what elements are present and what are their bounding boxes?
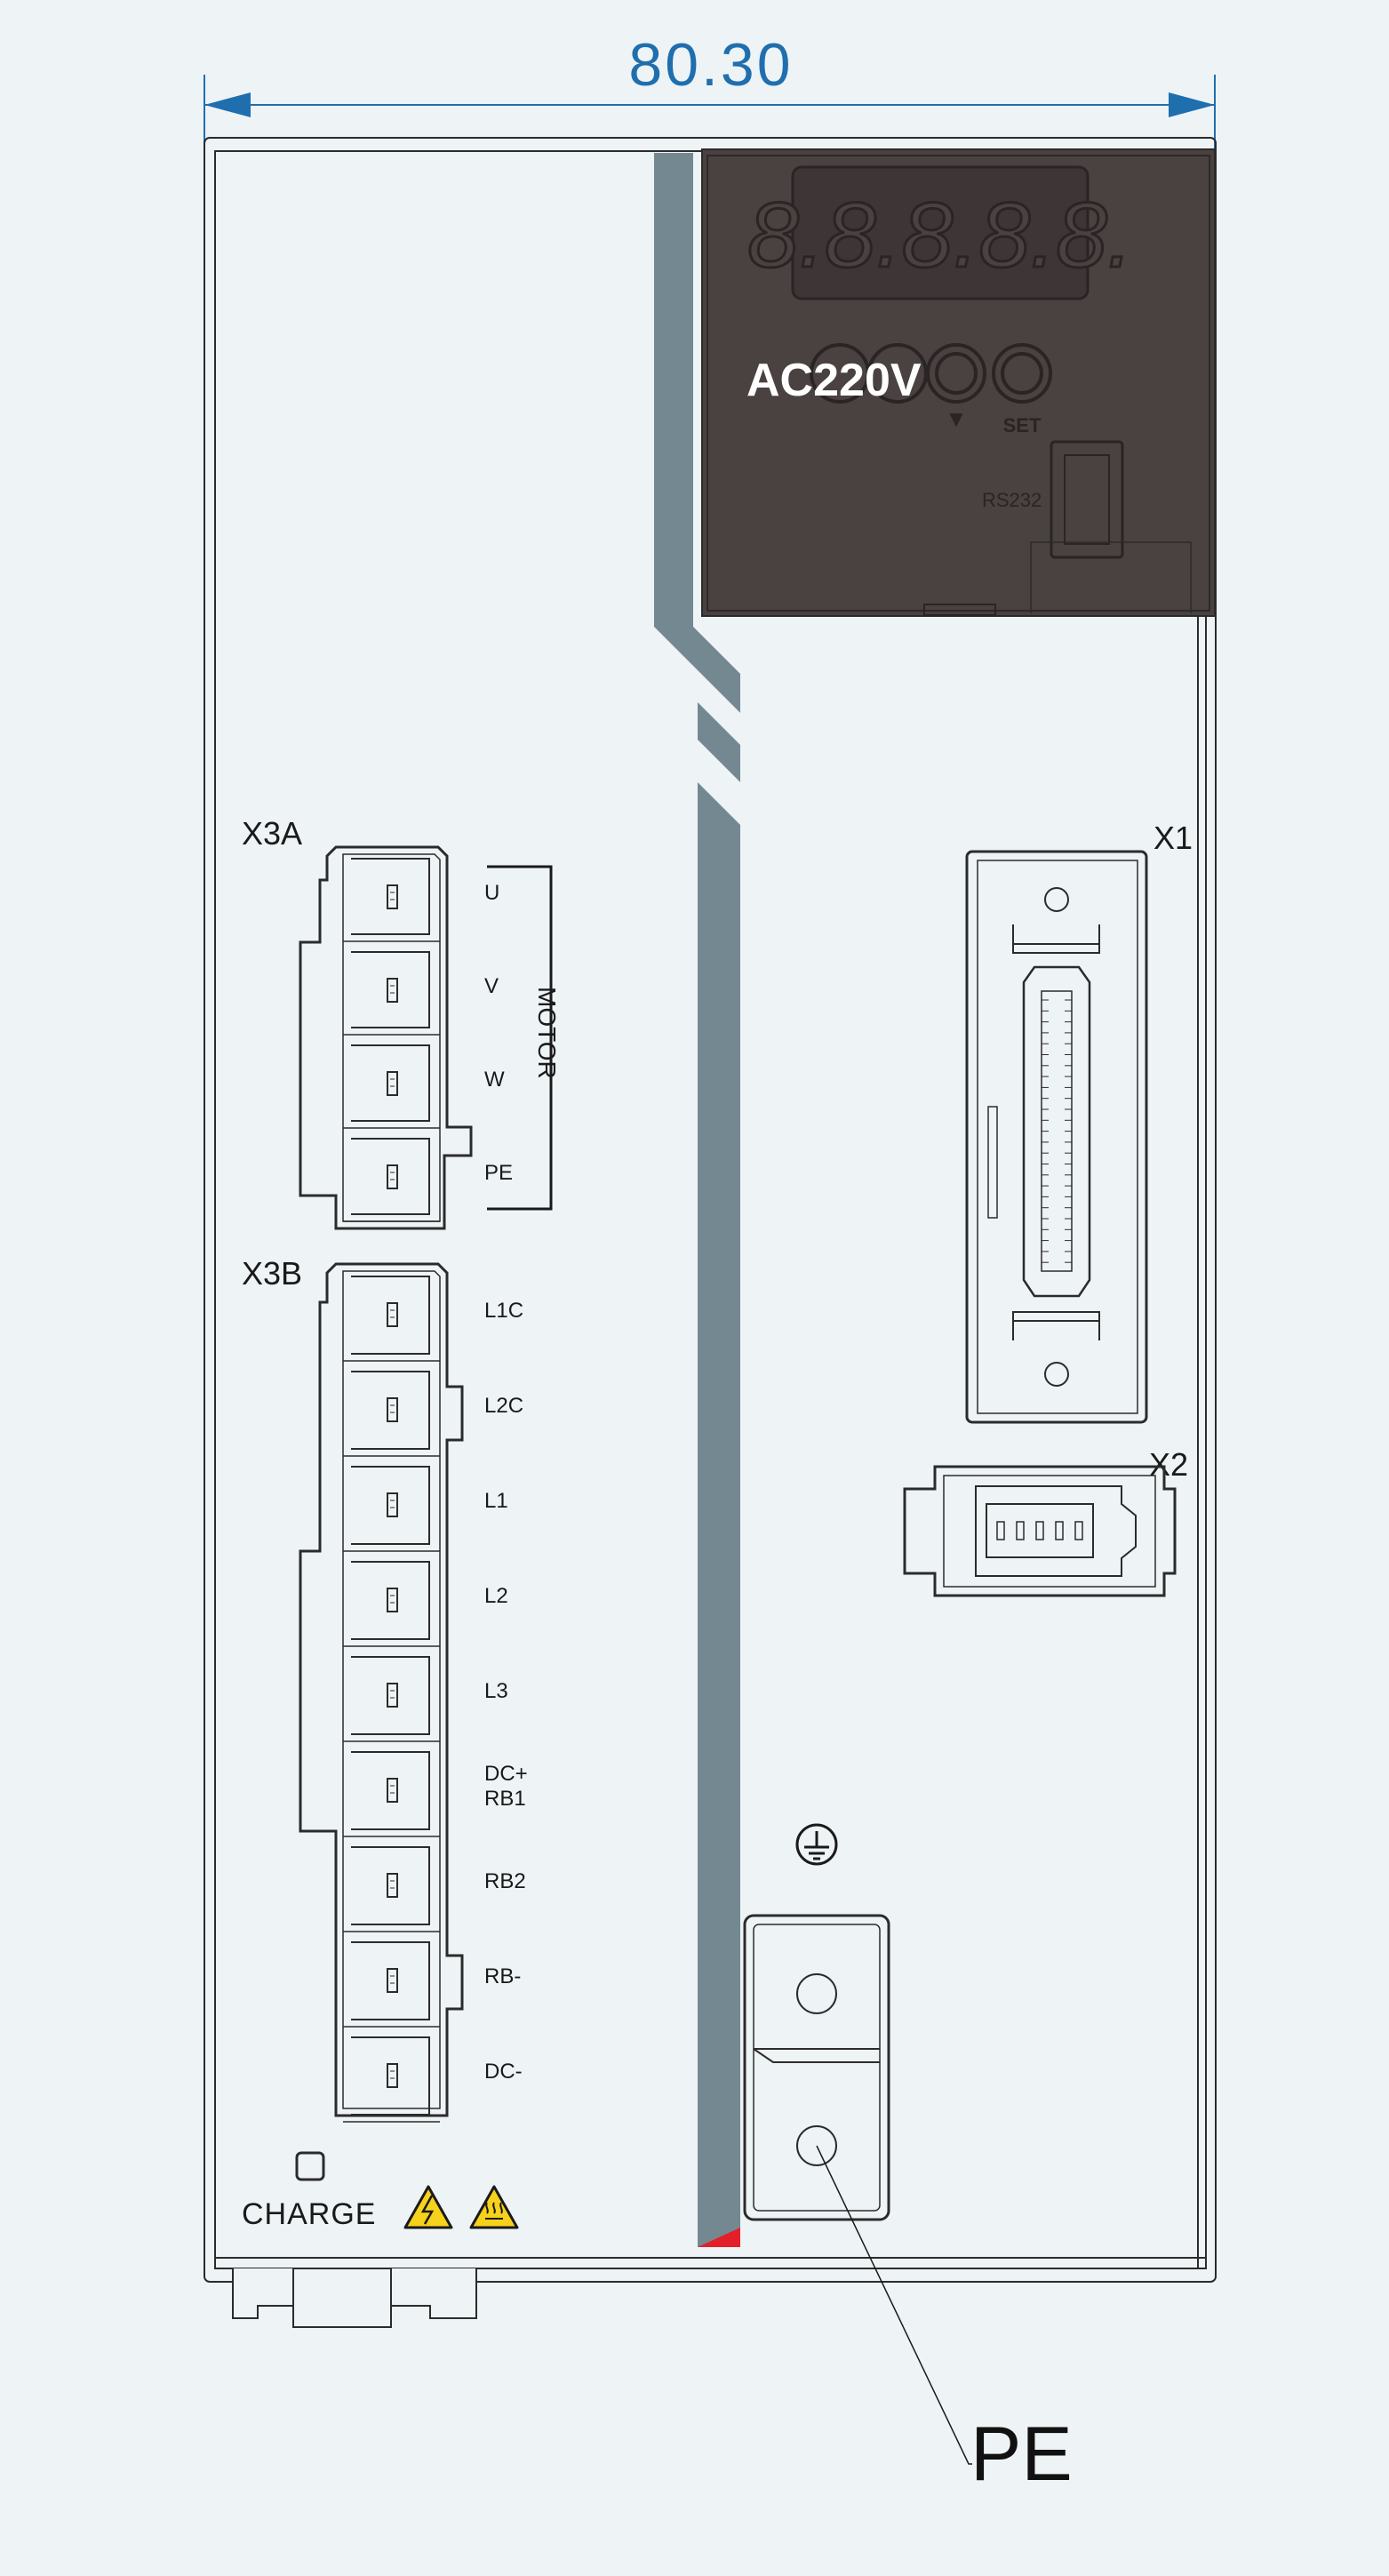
terminal-slot[interactable] [343,1656,440,1742]
arrow-right-icon [1169,92,1215,117]
terminal-pin-label: PE [484,1161,513,1185]
pe-callout: PE [970,2412,1073,2497]
x2-pin [1035,1521,1044,1540]
x3b-title: X3B [242,1255,302,1292]
hot-surface-warning-icon [469,2185,519,2229]
arrow-left-icon [204,92,251,117]
charge-led [295,2151,325,2181]
seven-segment-display [791,165,1090,300]
width-dimension: 80.30 [204,31,1216,151]
x2-pin [996,1521,1005,1540]
terminal-slot[interactable] [343,1751,440,1837]
terminal-pin-label: DC- [484,2060,523,2084]
terminal-slot[interactable] [343,1466,440,1552]
decorative-stripe [654,153,740,2247]
terminal-slot[interactable] [343,1276,440,1362]
x3a-connector: X3A U V W PE MOTOR [242,815,561,1230]
red-corner-marker [698,2228,740,2247]
charge-label: CHARGE [242,2197,376,2231]
terminal-slot[interactable] [343,858,440,942]
terminal-pin-label: W [484,1068,505,1092]
terminal-slot[interactable] [343,1138,440,1222]
high-voltage-warning-icon [403,2185,453,2229]
terminal-slot[interactable] [343,1561,440,1647]
terminal-pin-label: U [484,881,499,905]
terminal-pin-label: RB- [484,1964,521,1988]
terminal-pin-label: L1C [484,1299,523,1323]
x3a-title: X3A [242,815,302,852]
terminal-pin-label: L1 [484,1489,508,1513]
terminal-pin-label: L3 [484,1679,508,1703]
display-digits: 8.8.8.8.8. [747,184,1133,287]
control-panel: 8.8.8.8.8. ▼ SET AC220V RS232 [701,148,1216,617]
terminal-slot[interactable] [343,2036,440,2123]
terminal-pin-label: L2 [484,1584,508,1608]
x1-title: X1 [1154,820,1193,856]
down-button-label: ▼ [945,405,968,432]
x2-pin [1055,1521,1064,1540]
terminal-pin-label: DC+RB1 [484,1762,528,1811]
x2-pin [1074,1521,1083,1540]
dimension-value: 80.30 [628,31,793,99]
x2-connector[interactable]: X2 [903,1446,1188,1597]
terminal-pin-label: RB2 [484,1869,526,1893]
terminal-slot[interactable] [343,1044,440,1129]
charge-section: CHARGE [242,2151,519,2231]
rs232-label: RS232 [982,489,1042,511]
set-button-label: SET [1003,414,1042,436]
button-down[interactable] [926,343,986,404]
motor-bracket [487,865,553,1211]
voltage-label: AC220V [746,355,922,406]
motor-group-label: MOTOR [533,987,561,1079]
rs232-port[interactable] [1050,440,1124,559]
x2-pin [1016,1521,1025,1540]
button-set[interactable] [992,343,1052,404]
terminal-slot[interactable] [343,1941,440,2028]
pe-terminal[interactable]: PE [743,1823,1073,2497]
pe-leader-line [816,2145,972,2465]
terminal-slot[interactable] [343,1846,440,1932]
panel-buttons [810,343,1052,404]
ground-icon [795,1823,838,1866]
terminal-slot[interactable] [343,1371,440,1457]
x1-connector[interactable]: X1 [965,820,1193,1424]
terminal-slot[interactable] [343,951,440,1036]
terminal-pin-label: V [484,974,499,998]
mounting-clip [232,2268,477,2328]
terminal-pin-label: L2C [484,1394,523,1418]
